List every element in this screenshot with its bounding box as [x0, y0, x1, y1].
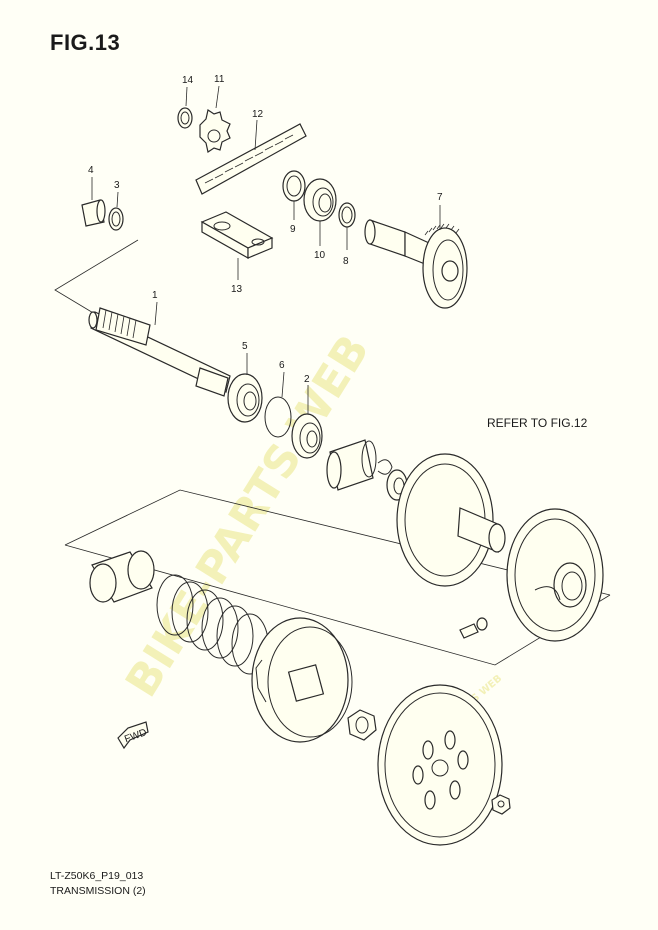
callout-14: 14 — [182, 75, 194, 86]
figure-title: FIG.13 — [50, 30, 121, 55]
part-11-sprocket: 11 — [199, 74, 231, 153]
footer-caption: TRANSMISSION (2) — [50, 885, 146, 897]
callout-13: 13 — [231, 284, 243, 295]
callout-1: 1 — [152, 290, 158, 301]
part-6-circlip: 6 — [264, 360, 292, 438]
small-nut — [491, 794, 511, 815]
pulley-face — [396, 453, 506, 587]
part-8-circlip: 8 — [338, 202, 356, 267]
part-9-seal: 9 — [282, 170, 306, 235]
clutch-housing — [377, 684, 503, 846]
part-13-chain-joint: 13 — [200, 211, 274, 295]
callout-6: 6 — [279, 360, 285, 371]
callout-11: 11 — [214, 74, 225, 85]
part-5-bearing: 5 — [227, 341, 263, 423]
part-14-circlip: 14 — [177, 75, 194, 129]
part-12-chain: 12 — [195, 109, 307, 195]
footer-code: LT-Z50K6_P19_013 — [50, 870, 144, 882]
movable-pulley — [506, 508, 604, 642]
part-4-bearing: 4 — [81, 165, 106, 227]
callout-2: 2 — [304, 374, 310, 385]
spacer-collar — [89, 550, 155, 603]
fwd-arrow: FWD — [117, 721, 149, 750]
bolt — [459, 617, 488, 639]
needle-bearing — [326, 439, 393, 491]
callout-9: 9 — [290, 224, 296, 235]
callout-5: 5 — [242, 341, 248, 352]
refer-note: REFER TO FIG.12 — [487, 416, 588, 430]
part-10-bearing: 10 — [303, 178, 337, 261]
clutch-shoe-assembly — [251, 617, 353, 743]
callout-4: 4 — [88, 165, 94, 176]
part-1-drive-shaft: 1 — [88, 290, 231, 397]
callout-10: 10 — [314, 250, 326, 261]
callout-7: 7 — [437, 192, 443, 203]
callout-8: 8 — [343, 256, 349, 267]
callout-3: 3 — [114, 180, 120, 191]
part-3-seal: 3 — [108, 180, 124, 231]
hex-nut — [347, 709, 377, 741]
callout-12: 12 — [252, 109, 264, 120]
part-7-gear-shaft: 7 — [364, 192, 468, 309]
part-2-bearing: 2 — [291, 374, 323, 459]
